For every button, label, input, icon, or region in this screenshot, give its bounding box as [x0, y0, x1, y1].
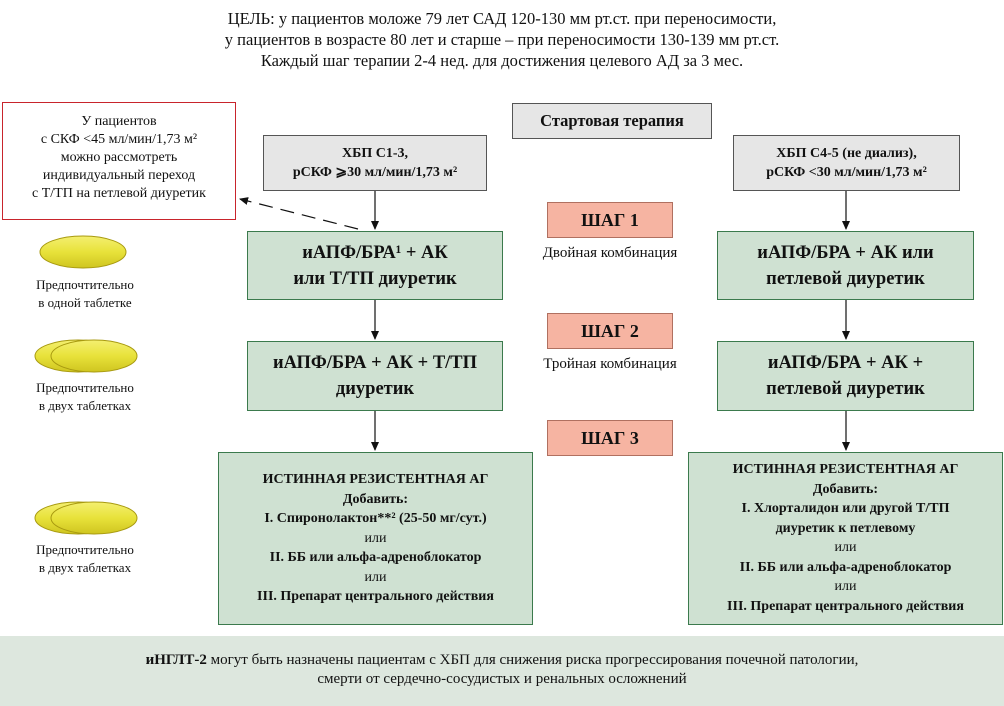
footer-line: иНГЛТ-2 могут быть назначены пациентам с… — [0, 651, 1004, 670]
ckd-early-box: ХБП С1-3, рСКФ ⩾30 мл/мин/1,73 м² — [263, 135, 487, 191]
option-3: III. Препарат центрального действия — [257, 589, 494, 604]
ckd-line: ХБП С1-3, — [341, 146, 409, 161]
step-1-label: ШАГ 1 — [547, 202, 673, 238]
footer-note: иНГЛТ-2 могут быть назначены пациентам с… — [0, 636, 1004, 706]
pill-icon-double-1 — [34, 339, 138, 373]
box-line: или Т/ТП диуретик — [293, 269, 457, 289]
add-label: Добавить: — [812, 481, 879, 497]
box-line: иАПФ/БРА + АК + — [767, 353, 924, 373]
box-line: иАПФ/БРА + АК или — [757, 243, 934, 263]
caption-line: в двух таблетках — [38, 398, 132, 413]
add-label: Добавить: — [342, 491, 409, 507]
start-therapy-label: Стартовая терапия — [512, 103, 712, 139]
caption-line: Предпочтительно — [36, 542, 134, 557]
option-1: I. Спиронолактон**² (25-50 мг/сут.) — [264, 511, 487, 526]
goal-text: ЦЕЛЬ: у пациентов моложе 79 лет САД 120-… — [0, 8, 1004, 71]
gfr-note-box: У пациентов с СКФ <45 мл/мин/1,73 м² мож… — [2, 102, 236, 220]
caption-line: в одной таблетке — [38, 295, 132, 310]
box-line: иАПФ/БРА¹ + АК — [302, 243, 448, 263]
footer-rest: могут быть назначены пациентам с ХБП для… — [206, 652, 859, 668]
pill-caption-double-1: Предпочтительно в двух таблетках — [5, 379, 165, 415]
right-step2-box: иАПФ/БРА + АК + петлевой диуретик — [717, 341, 974, 411]
pill-caption-single: Предпочтительно в одной таблетке — [5, 276, 165, 312]
double-combination-label: Двойная комбинация — [542, 245, 678, 261]
caption-line: в двух таблетках — [38, 560, 132, 575]
dashed-arrow-to-note — [239, 197, 359, 230]
left-step1-box: иАПФ/БРА¹ + АК или Т/ТП диуретик — [247, 231, 503, 300]
footer-bold: иНГЛТ-2 — [145, 652, 207, 668]
left-step2-box: иАПФ/БРА + АК + Т/ТП диуретик — [247, 341, 503, 411]
or-label: или — [834, 540, 857, 555]
resistant-title: ИСТИННАЯ РЕЗИСТЕНТНАЯ АГ — [262, 472, 489, 487]
box-line: иАПФ/БРА + АК + Т/ТП — [272, 353, 478, 373]
or-label: или — [834, 579, 857, 594]
or-label: или — [364, 569, 387, 585]
note-line: с СКФ <45 мл/мин/1,73 м² — [40, 132, 198, 147]
ckd-line: ХБП С4-5 (не диализ), — [776, 146, 917, 161]
option-1: I. Хлорталидон или другой Т/ТП — [741, 501, 950, 516]
goal-line: у пациентов в возрасте 80 лет и старше –… — [224, 30, 780, 49]
resistant-title: ИСТИННАЯ РЕЗИСТЕНТНАЯ АГ — [732, 462, 959, 477]
note-line: У пациентов — [81, 114, 157, 129]
box-line: петлевой диуретик — [766, 379, 925, 399]
ckd-line: рСКФ ⩾30 мл/мин/1,73 м² — [292, 165, 458, 180]
left-resistant-box: ИСТИННАЯ РЕЗИСТЕНТНАЯ АГ Добавить: I. Сп… — [218, 452, 533, 625]
note-line: можно рассмотреть — [60, 150, 178, 165]
box-line: петлевой диуретик — [766, 269, 925, 289]
caption-line: Предпочтительно — [36, 380, 134, 395]
step-3-label: ШАГ 3 — [547, 420, 673, 456]
caption-line: Предпочтительно — [36, 277, 134, 292]
note-line: индивидуальный переход — [42, 168, 196, 183]
right-resistant-box: ИСТИННАЯ РЕЗИСТЕНТНАЯ АГ Добавить: I. Хл… — [688, 452, 1003, 625]
option-2: II. ББ или альфа-адреноблокатор — [269, 550, 482, 565]
option-3: III. Препарат центрального действия — [727, 598, 964, 614]
or-label: или — [364, 530, 387, 546]
option-1-cont: диуретик к петлевому — [775, 520, 916, 536]
pill-caption-double-2: Предпочтительно в двух таблетках — [5, 541, 165, 577]
note-line: с Т/ТП на петлевой диуретик — [32, 186, 206, 201]
step-2-label: ШАГ 2 — [547, 313, 673, 349]
pill-icon-double-2 — [34, 501, 138, 535]
ckd-late-box: ХБП С4-5 (не диализ), рСКФ <30 мл/мин/1,… — [733, 135, 960, 191]
goal-line: Каждый шаг терапии 2-4 нед. для достижен… — [260, 51, 744, 70]
triple-combination-label: Тройная комбинация — [543, 356, 677, 372]
option-2: II. ББ или альфа-адреноблокатор — [739, 559, 952, 575]
ckd-line: рСКФ <30 мл/мин/1,73 м² — [766, 165, 927, 180]
goal-line: ЦЕЛЬ: у пациентов моложе 79 лет САД 120-… — [227, 9, 777, 28]
pill-icon-single — [39, 235, 127, 269]
footer-line: смерти от сердечно-сосудистых и ренальны… — [317, 671, 687, 687]
box-line: диуретик — [335, 379, 415, 399]
right-step1-box: иАПФ/БРА + АК или петлевой диуретик — [717, 231, 974, 300]
